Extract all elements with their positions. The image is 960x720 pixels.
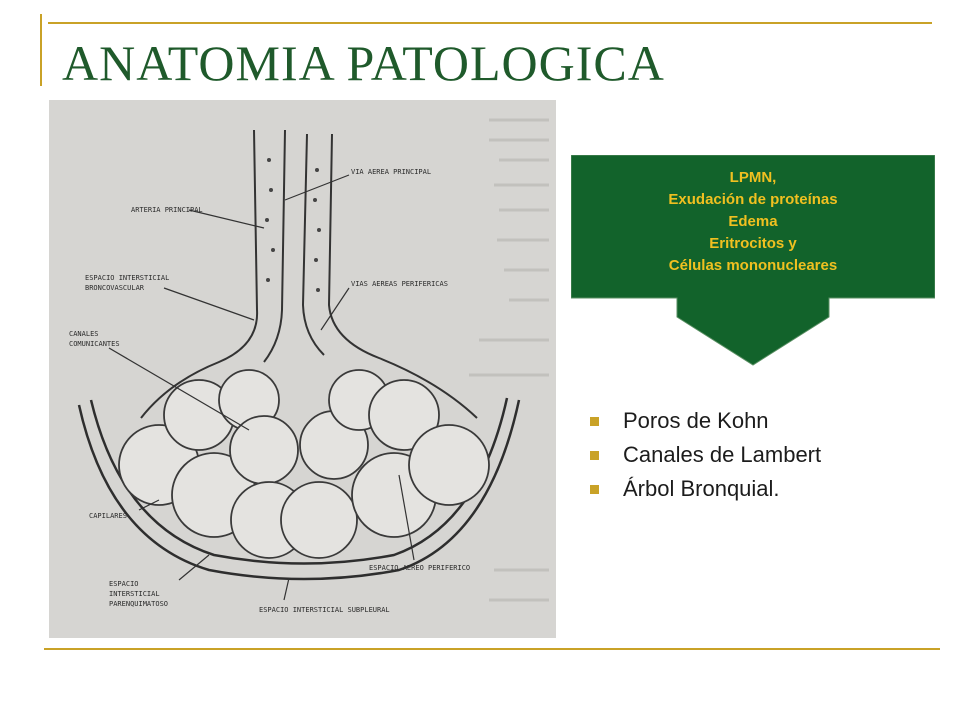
lung-anatomy-svg: VIA AEREA PRINCIPAL ARTERIA PRINCIPAL ES… [69, 118, 549, 614]
main-airway [140, 129, 478, 419]
airway-dots [265, 158, 321, 292]
label-canales-comunicantes-1: CANALES [69, 330, 99, 338]
label-espacio-intersticial-broncovascular-1: ESPACIO INTERSTICIAL [85, 274, 169, 282]
bullet-item: Poros de Kohn [590, 404, 821, 438]
top-rule [48, 22, 932, 24]
bullet-list: Poros de Kohn Canales de Lambert Árbol B… [590, 404, 821, 506]
label-espacio-intersticial-parenquimatoso-2: INTERSTICIAL [109, 590, 160, 598]
callout-text: LPMN, Exudación de proteínas Edema Eritr… [571, 167, 935, 277]
bullet-text: Canales de Lambert [623, 442, 822, 467]
lung-anatomy-diagram: VIA AEREA PRINCIPAL ARTERIA PRINCIPAL ES… [49, 100, 556, 638]
background-text-texture [469, 118, 549, 602]
bullet-item: Canales de Lambert [590, 438, 821, 472]
label-espacio-intersticial-parenquimatoso-1: ESPACIO [109, 580, 139, 588]
left-rule [40, 14, 42, 86]
callout-line-edema: Edema [728, 213, 778, 230]
callout-arrow: LPMN, Exudación de proteínas Edema Eritr… [571, 155, 935, 367]
alveolar-clusters [118, 369, 490, 559]
bullet-square-icon [590, 451, 599, 460]
label-vias-aereas-perifericas: VIAS AEREAS PERIFERICAS [351, 280, 448, 288]
callout-line-exudacion: Exudación de proteínas [668, 191, 838, 208]
label-capilares: CAPILARES [89, 512, 127, 520]
label-espacio-intersticial-broncovascular-2: BRONCOVASCULAR [85, 284, 145, 292]
label-via-aerea-principal: VIA AEREA PRINCIPAL [351, 168, 431, 176]
callout-arrow-shape [571, 155, 935, 366]
callout-line-lpmn: LPMN, [729, 169, 777, 186]
label-arteria-principal: ARTERIA PRINCIPAL [131, 206, 203, 214]
label-espacio-aereo-periferico: ESPACIO AEREO PERIFERICO [369, 564, 470, 572]
slide-title: ANATOMIA PATOLOGICA [62, 35, 665, 91]
bullet-text: Poros de Kohn [623, 408, 769, 433]
label-espacio-intersticial-parenquimatoso-3: PARENQUIMATOSO [109, 600, 168, 608]
label-pointers [108, 174, 415, 601]
bullet-square-icon [590, 417, 599, 426]
bottom-rule [44, 648, 940, 650]
label-canales-comunicantes-2: COMUNICANTES [69, 340, 120, 348]
bullet-text: Árbol Bronquial. [623, 476, 780, 501]
bullet-square-icon [590, 485, 599, 494]
bullet-item: Árbol Bronquial. [590, 472, 821, 506]
callout-line-eritrocitos: Eritrocitos y [709, 235, 797, 252]
callout-line-celulas: Células mononucleares [668, 257, 838, 274]
label-espacio-intersticial-subpleural: ESPACIO INTERSTICIAL SUBPLEURAL [259, 606, 390, 614]
